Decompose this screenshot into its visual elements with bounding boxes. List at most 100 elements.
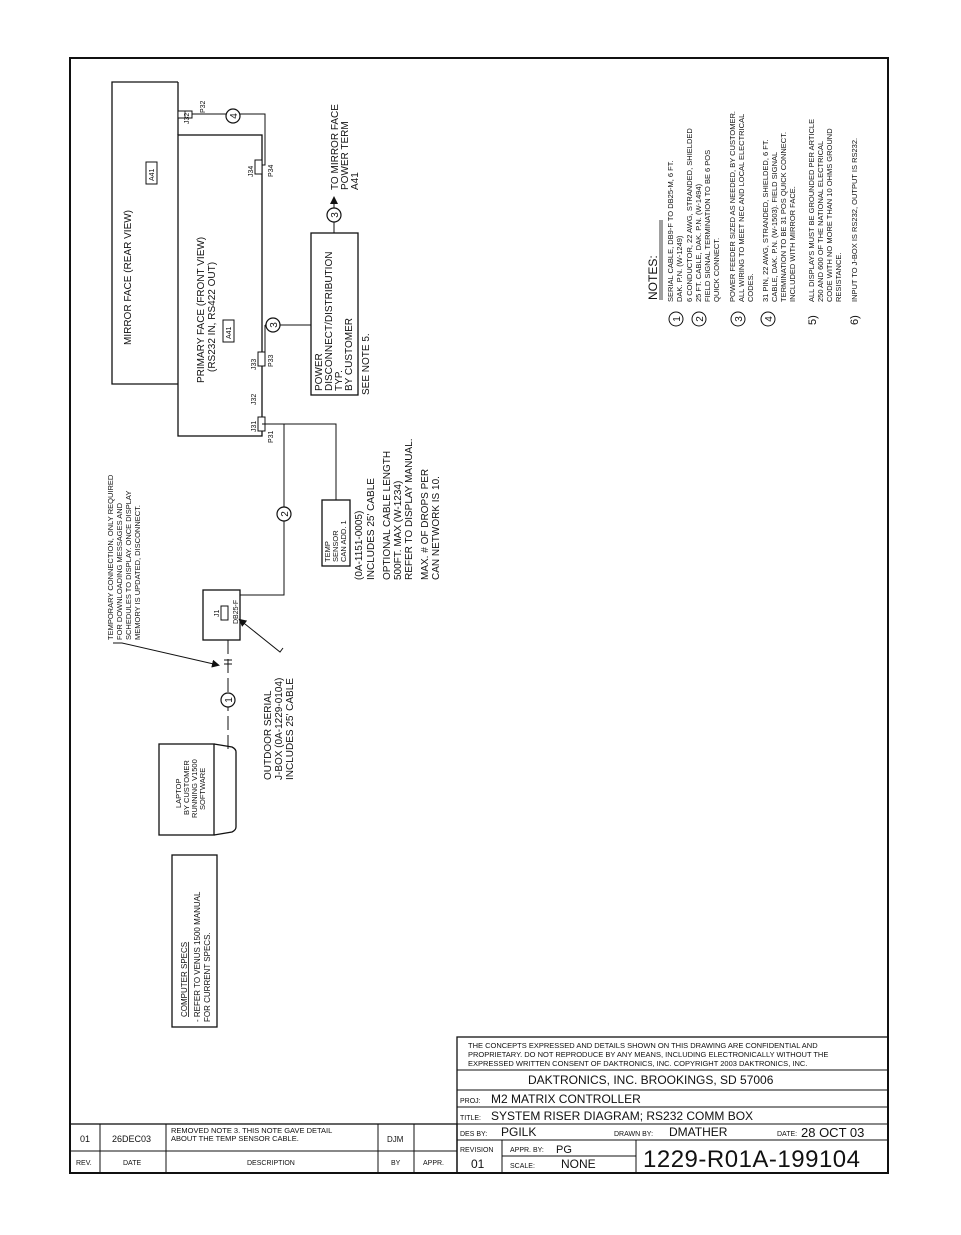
temp-sensor-box xyxy=(321,499,351,567)
callout-2: 2 xyxy=(280,511,291,517)
note-5-num: 5) xyxy=(807,315,819,325)
note-5-line-4: RESISTANCE. xyxy=(834,253,843,302)
svg-text:MEMORY IS UPDATED, DISCONNECT.: MEMORY IS UPDATED, DISCONNECT. xyxy=(133,505,142,640)
note-4-line-3: TERMINATION TO BE 31 POS QUICK CONNECT. xyxy=(779,132,788,302)
jbox xyxy=(202,589,241,641)
proj-label: PROJ: xyxy=(460,1098,481,1105)
primary-face-title-1: PRIMARY FACE (FRONT VIEW) xyxy=(196,237,207,383)
company-address: DAKTRONICS, INC. BROOKINGS, SD 57006 xyxy=(528,1073,774,1087)
label-j31: J31 xyxy=(251,421,258,432)
label-j34: J34 xyxy=(248,166,255,177)
mirror-face-a41-box xyxy=(145,161,158,185)
svg-text:BY CUSTOMER: BY CUSTOMER xyxy=(182,760,191,815)
svg-text:TEMPORARY CONNECTION, ONLY REQ: TEMPORARY CONNECTION, ONLY REQUIRED xyxy=(106,474,115,640)
proj-value: M2 MATRIX CONTROLLER xyxy=(491,1092,641,1106)
svg-text:A41: A41 xyxy=(350,172,361,190)
callout-2-circle xyxy=(276,506,292,522)
svg-text:TO MIRROR FACE: TO MIRROR FACE xyxy=(330,104,341,190)
jbox-db25-connector xyxy=(220,605,229,621)
note-1-num: 1 xyxy=(672,316,683,322)
title-label: TITLE: xyxy=(460,1115,481,1122)
callout-1-circle xyxy=(220,692,236,708)
temp-sensor-cable xyxy=(284,423,337,500)
label-p31: P31 xyxy=(268,430,275,443)
notes-section: NOTES: 1 SERIAL CABLE, DB9-F TO DB25-M, … xyxy=(646,111,861,327)
svg-text:INCLUDES 25' CABLE: INCLUDES 25' CABLE xyxy=(285,678,296,780)
note-2-line-4: QUICK CONNECT. xyxy=(712,238,721,302)
svg-text:FOR DOWNLOADING MESSAGES AND: FOR DOWNLOADING MESSAGES AND xyxy=(115,502,124,640)
temp-sensor-text: TEMP SENSOR CAN ADD. 1 xyxy=(323,520,348,562)
rev-header-by: BY xyxy=(391,1160,401,1167)
rev-row-rev: 01 xyxy=(80,1134,90,1144)
primary-face-a41-box xyxy=(222,319,235,343)
callout-3a-circle xyxy=(265,317,281,333)
svg-text:TEMP: TEMP xyxy=(323,541,332,562)
svg-text:500FT. MAX (W-1234): 500FT. MAX (W-1234) xyxy=(393,481,404,580)
drawn-label: DRAWN BY: xyxy=(614,1131,653,1138)
primary-face-a41: A41 xyxy=(226,326,233,339)
callout-3b-circle xyxy=(326,207,342,223)
svg-text:(0A-1151-0005): (0A-1151-0005) xyxy=(354,511,365,580)
laptop-screen xyxy=(158,743,215,836)
revision-table: 01 26DEC03 REMOVED NOTE 3. THIS NOTE GAV… xyxy=(69,1123,458,1174)
computer-specs-box xyxy=(171,854,218,1028)
confidential-line-1: THE CONCEPTS EXPRESSED AND DETAILS SHOWN… xyxy=(468,1041,818,1050)
label-j33: J33 xyxy=(251,359,258,370)
label-p33: P33 xyxy=(268,354,275,367)
svg-text:BY CUSTOMER: BY CUSTOMER xyxy=(344,318,355,391)
mirror-face-title: MIRROR FACE (REAR VIEW) xyxy=(123,210,134,345)
drawn-value: DMATHER xyxy=(669,1125,728,1139)
svg-text:SCHEDULES TO DISPLAY. ONCE DIS: SCHEDULES TO DISPLAY. ONCE DISPLAY xyxy=(124,491,133,640)
note-5-line-2: 250 AND 600 OF THE NATIONAL ELECTRICAL xyxy=(816,141,825,302)
svg-text:INCLUDES 25' CABLE: INCLUDES 25' CABLE xyxy=(366,478,377,580)
svg-text:POWER TERM: POWER TERM xyxy=(340,121,351,190)
svg-text:MAX. # OF DROPS PER: MAX. # OF DROPS PER xyxy=(420,469,431,580)
connector-j34 xyxy=(254,159,263,175)
cable-2 xyxy=(240,423,285,596)
note-3-line-1: POWER FEEDER SIZED AS NEEDED, BY CUSTOME… xyxy=(728,111,737,302)
svg-text:POWER: POWER xyxy=(314,353,325,391)
appr-label: APPR. BY: xyxy=(510,1147,544,1154)
primary-face-box xyxy=(177,134,263,437)
label-j32-top: J32 xyxy=(184,113,191,124)
jbox-leader xyxy=(238,618,284,653)
note-2-line-2: 25 FT. CABLE, DAK. P.N. (W-1494) xyxy=(694,183,703,302)
svg-text:REFER TO DISPLAY MANUAL.: REFER TO DISPLAY MANUAL. xyxy=(404,438,415,580)
revision-value: 01 xyxy=(471,1157,485,1171)
svg-text:TYP.: TYP. xyxy=(334,370,345,391)
title-value: SYSTEM RISER DIAGRAM; RS232 COMM BOX xyxy=(491,1109,753,1123)
label-p32: P32 xyxy=(200,100,207,113)
revision-label: REVISION xyxy=(460,1147,493,1154)
power-see-note: SEE NOTE 5. xyxy=(361,333,372,395)
svg-text:OUTDOOR SERIAL: OUTDOOR SERIAL xyxy=(263,690,274,780)
svg-text:DISCONNECT/DISTRIBUTION: DISCONNECT/DISTRIBUTION xyxy=(324,252,335,391)
computer-specs-line-1: - REFER TO VENUS 1500 MANUAL xyxy=(193,891,202,1022)
note-2-num: 2 xyxy=(695,316,706,322)
des-value: PGILK xyxy=(501,1125,536,1139)
note-2-line-1: 6 CONDUCTOR, 22 AWG, STRANDED, SHIELDED xyxy=(685,128,694,302)
svg-text:SENSOR: SENSOR xyxy=(331,530,340,562)
power-disconnect-text: POWER DISCONNECT/DISTRIBUTION TYP. BY CU… xyxy=(314,252,355,391)
note-4-num: 4 xyxy=(764,316,775,322)
note-3-line-2: ALL WIRING TO MEET NEC AND LOCAL ELECTRI… xyxy=(737,114,746,302)
callout-1: 1 xyxy=(224,697,235,703)
computer-specs-title: COMPUTER SPECS xyxy=(180,942,189,1017)
jbox-text: OUTDOOR SERIAL J-BOX (0A-1229-0104) INCL… xyxy=(263,678,296,780)
rev-row-desc-2: ABOUT THE TEMP SENSOR CABLE. xyxy=(171,1134,299,1143)
rev-row-date: 26DEC03 xyxy=(112,1134,151,1144)
note-6-num: 6) xyxy=(849,315,861,325)
svg-text:LAPTOP: LAPTOP xyxy=(174,779,183,808)
callout-4-circle xyxy=(225,108,241,124)
confidential-line-3: EXPRESSED WRITTEN CONSENT OF DAKTRONICS,… xyxy=(468,1059,807,1068)
drawing-number: 1229-R01A-199104 xyxy=(643,1146,861,1173)
note-3-num: 3 xyxy=(734,316,745,322)
note-6-line-1: INPUT TO J-BOX IS RS232, OUTPUT IS RS232… xyxy=(850,138,859,302)
confidential-line-2: PROPRIETARY. DO NOT REPRODUCE BY ANY MEA… xyxy=(468,1050,828,1059)
rev-row-by: DJM xyxy=(387,1135,404,1144)
label-j1: J1 xyxy=(214,610,221,618)
mirror-face-a41: A41 xyxy=(149,168,156,181)
notes-title: NOTES: xyxy=(646,255,660,300)
date-value: 28 OCT 03 xyxy=(801,1125,864,1140)
des-label: DES BY: xyxy=(460,1131,487,1138)
